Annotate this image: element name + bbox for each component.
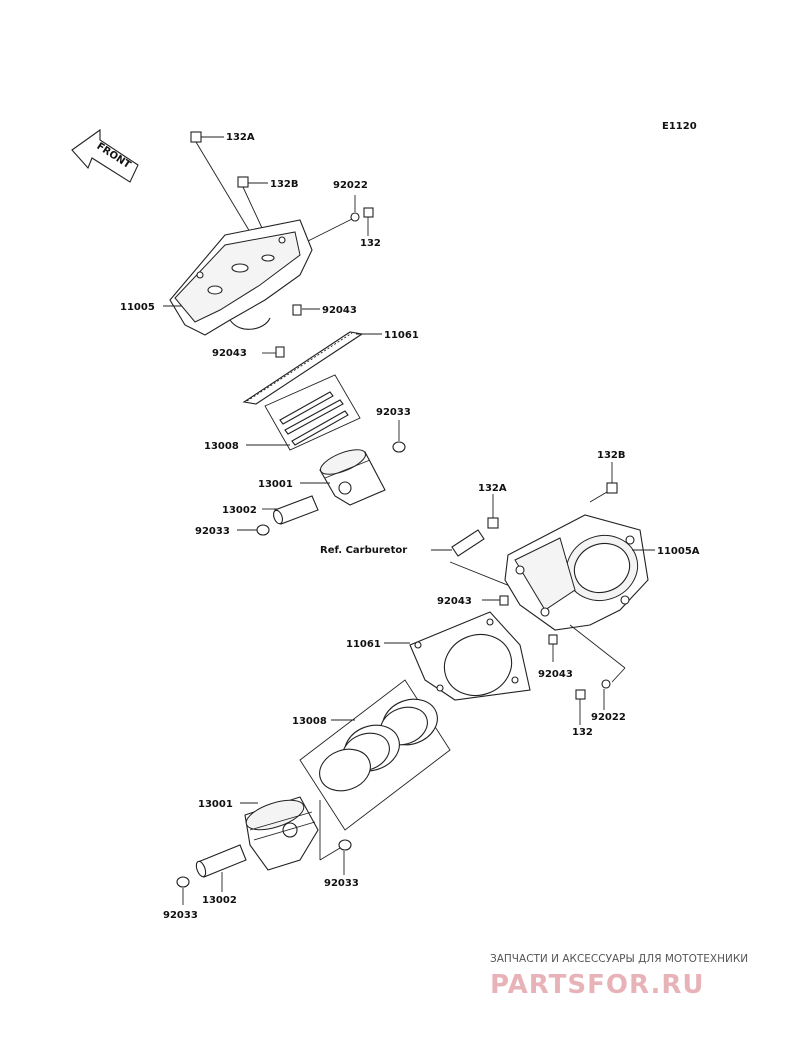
washer-92022-bottom <box>601 679 611 710</box>
label-92033-top-left: 92033 <box>195 526 230 537</box>
label-92022-top: 92022 <box>333 180 368 191</box>
label-92043-a: 92043 <box>322 305 357 316</box>
bolt-132-top <box>363 207 374 236</box>
label-92043-b: 92043 <box>212 348 247 359</box>
label-92033-bottom-left: 92033 <box>163 910 198 921</box>
piston-13001-top <box>319 449 386 506</box>
cylinder-head-11005 <box>169 219 313 336</box>
front-arrow-icon: FRONT <box>71 128 139 183</box>
label-132-bottom: 132 <box>572 727 593 738</box>
label-11061-top: 11061 <box>384 330 419 341</box>
circlip-92033-bottom-right <box>319 800 352 875</box>
label-13008-bottom: 13008 <box>292 716 327 727</box>
label-92033-bottom-right: 92033 <box>324 878 359 889</box>
label-92033-top-right: 92033 <box>376 407 411 418</box>
dowel-92043-c <box>482 595 509 606</box>
label-132a-top: 132A <box>226 132 255 143</box>
circlip-92033-top-right <box>392 420 406 453</box>
bolt-132a-mid <box>487 494 499 529</box>
label-132b-mid: 132B <box>597 450 626 461</box>
diagram-code: E1120 <box>662 121 697 132</box>
circlip-92033-top-left <box>237 524 270 536</box>
washer-92022-top <box>350 195 360 222</box>
watermark-logo: PARTSFOR.RU <box>490 970 704 1000</box>
piston-rings-13008-bottom <box>299 679 451 831</box>
bolt-132a-top <box>190 131 251 233</box>
watermark-tagline: ЗАПЧАСТИ И АКСЕССУАРЫ ДЛЯ МОТОТЕХНИКИ <box>490 953 748 965</box>
gasket-11061-top <box>242 331 364 405</box>
piston-13001-bottom <box>244 796 319 871</box>
label-11005: 11005 <box>120 302 155 313</box>
dowel-92043-a <box>292 304 320 316</box>
label-11061-bottom: 11061 <box>346 639 381 650</box>
label-92043-d: 92043 <box>538 669 573 680</box>
label-13008-top: 13008 <box>204 441 239 452</box>
label-132b-top: 132B <box>270 179 299 190</box>
dowel-92043-b <box>262 346 285 358</box>
gasket-11061-bottom <box>409 611 531 701</box>
leader-carb-guide <box>449 561 516 589</box>
label-13002-bottom: 13002 <box>202 895 237 906</box>
label-13001-top: 13001 <box>258 479 293 490</box>
bolt-132b-mid <box>589 462 618 503</box>
leader-guide-a <box>569 624 626 669</box>
dowel-92043-d <box>548 634 558 662</box>
circlip-92033-bottom-left <box>176 876 190 905</box>
bolt-132-bottom <box>575 689 586 725</box>
piston-pin-13002-top <box>272 495 319 525</box>
label-132a-mid: 132A <box>478 483 507 494</box>
piston-pin-13002-bottom <box>195 844 247 878</box>
cylinder-11005a <box>504 514 649 631</box>
label-92043-c: 92043 <box>437 596 472 607</box>
bolt-132b-top <box>237 176 268 229</box>
label-11005a: 11005A <box>657 546 700 557</box>
piston-rings-13008-top <box>264 374 361 451</box>
carburetor-stud <box>451 529 485 557</box>
label-13001-bottom: 13001 <box>198 799 233 810</box>
label-13002-top: 13002 <box>222 505 257 516</box>
leader-guide-b <box>611 667 626 683</box>
label-92022-bottom: 92022 <box>591 712 626 723</box>
label-ref-carburetor: Ref. Carburetor <box>320 545 407 556</box>
label-132-top: 132 <box>360 238 381 249</box>
